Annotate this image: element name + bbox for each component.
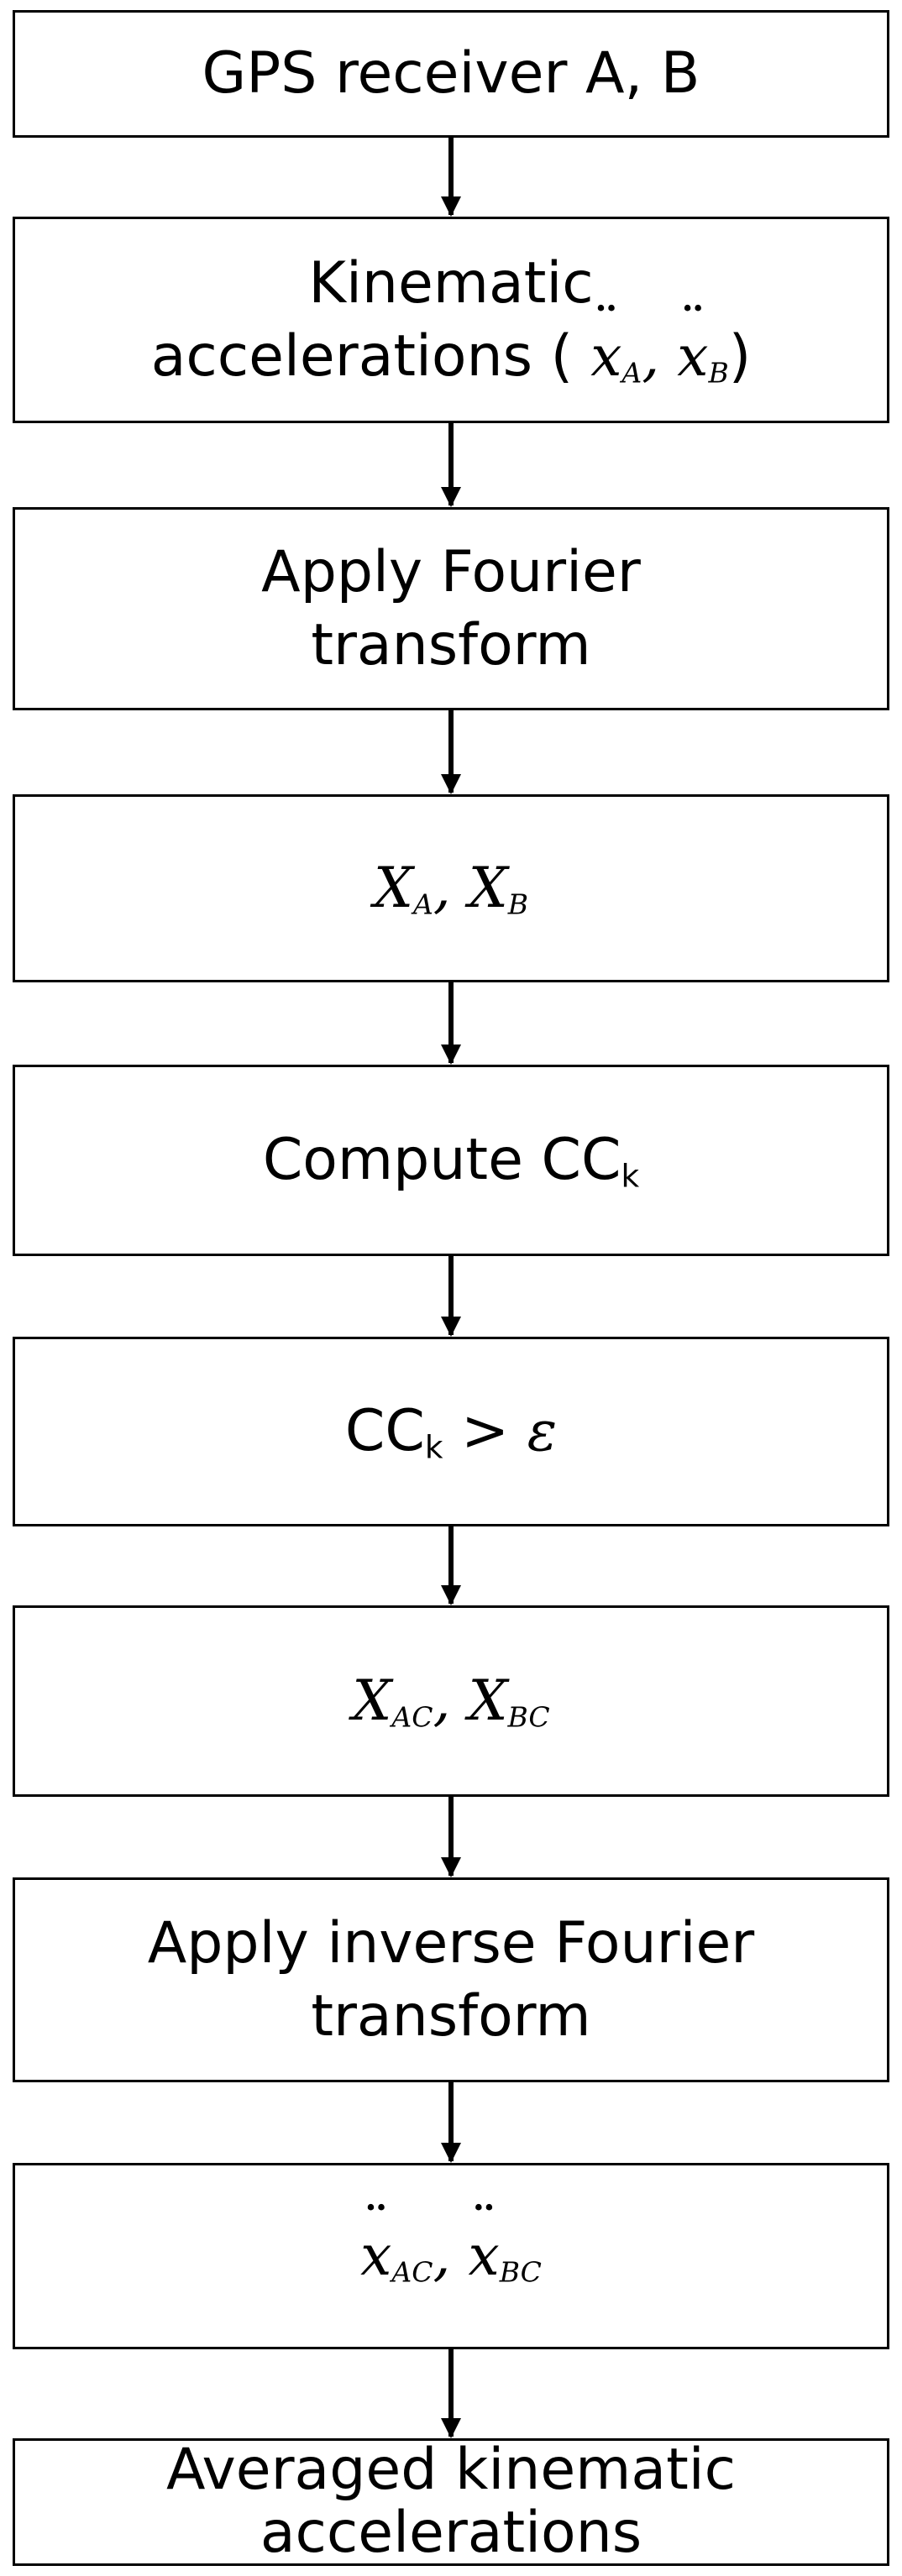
arrow-1	[441, 138, 461, 217]
step-corrected-spectra: XAC, XBC	[13, 1605, 889, 1797]
arrow-6	[441, 1526, 461, 1605]
epsilon-symbol: ε	[527, 1399, 558, 1464]
arrow-4	[441, 982, 461, 1065]
step-apply-fourier: Apply Fourier transform	[13, 507, 889, 710]
step-kinematic-accelerations: Kinematic accelerations ( xA, xB)	[13, 217, 889, 423]
corrected-spectra-formula: XAC, XBC	[352, 1668, 550, 1734]
arrow-2	[441, 423, 461, 507]
arrow-8	[441, 2082, 461, 2163]
step-averaged-label: Averaged kinematic accelerations	[165, 2437, 737, 2566]
arrow-3	[441, 710, 461, 794]
spectra-formula: XA, XB	[373, 856, 529, 921]
arrow-7	[441, 1797, 461, 1877]
step-compute-cc: Compute CCk	[13, 1065, 889, 1256]
step-averaged-accelerations: Averaged kinematic accelerations	[13, 2438, 889, 2566]
step-apply-inverse-fourier: Apply inverse Fourier transform	[13, 1877, 889, 2082]
step-apply-inverse-fourier-label: Apply inverse Fourier transform	[147, 1909, 755, 2050]
kinematic-formula: xA, xB	[573, 294, 729, 389]
arrow-5	[441, 1256, 461, 1337]
step-threshold: CCk > ε	[13, 1337, 889, 1526]
step-kinematic-label: Kinematic accelerations ( xA, xB)	[151, 247, 752, 393]
step-corrected-accelerations: xAC, xBC	[13, 2163, 889, 2349]
arrow-9	[441, 2349, 461, 2438]
corrected-accelerations-formula: xAC, xBC	[360, 2196, 542, 2288]
step-gps-receiver: GPS receiver A, B	[13, 10, 889, 138]
step-threshold-label: CCk > ε	[344, 1398, 558, 1466]
step-gps-receiver-label: GPS receiver A, B	[202, 40, 700, 107]
step-compute-cc-label: Compute CCk	[262, 1127, 640, 1195]
step-spectra: XA, XB	[13, 794, 889, 982]
step-apply-fourier-label: Apply Fourier transform	[261, 538, 641, 678]
